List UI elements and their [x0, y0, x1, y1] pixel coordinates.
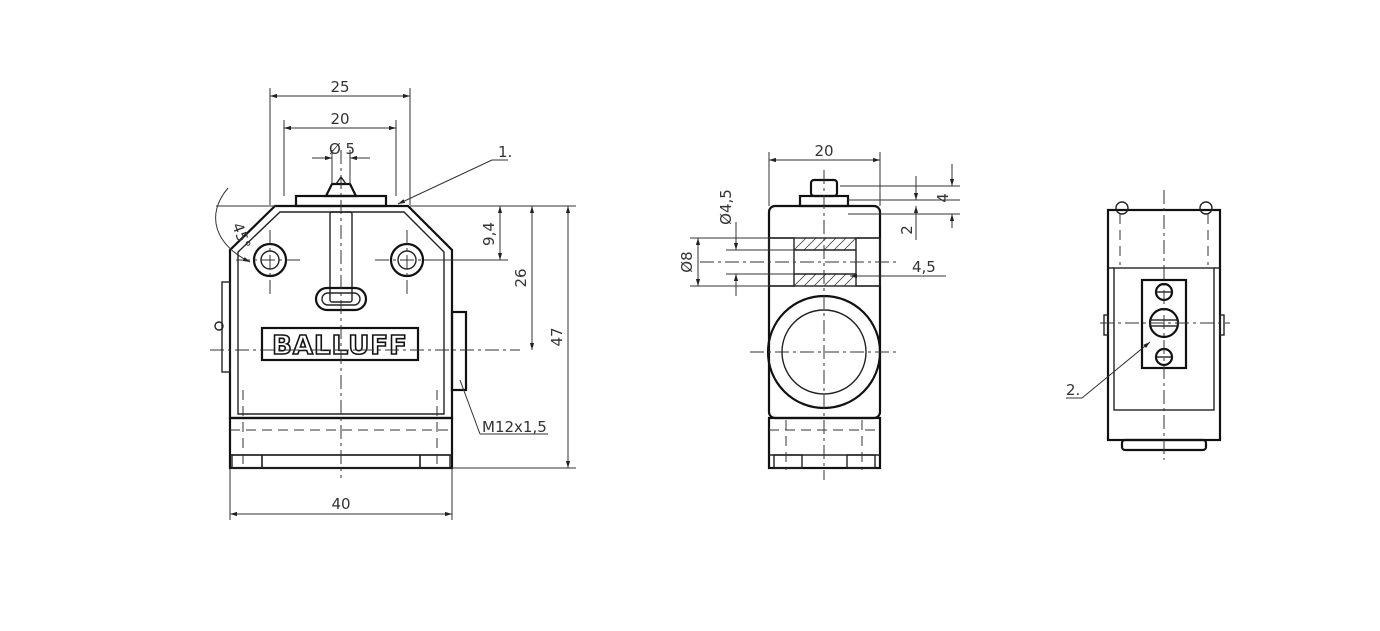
- dim-25: 25: [330, 78, 349, 96]
- brand-logo: BALLUFF: [272, 331, 408, 361]
- side-base: [767, 416, 882, 470]
- dim-47: 47: [548, 327, 566, 346]
- dim-26: 26: [512, 268, 530, 287]
- dim-2: 2: [898, 225, 916, 235]
- dim-20-front: 20: [330, 110, 349, 128]
- brand-logo-box: [260, 326, 420, 362]
- dim-hole-8: Ø8: [678, 251, 696, 272]
- dim-40: 40: [331, 495, 350, 513]
- rear-view: 2.: [1066, 190, 1230, 460]
- dim-pin-diameter: Ø 5: [329, 140, 355, 158]
- side-view: 20 4 2 Ø4,5 Ø8 4,5: [678, 142, 960, 480]
- thread-nub: [450, 310, 468, 392]
- dim-9-4: 9,4: [480, 222, 498, 246]
- callout-2: 2.: [1066, 381, 1080, 399]
- dim-4: 4: [934, 193, 952, 203]
- front-view: BALLUFF 25 20 Ø 5 1. 45°: [210, 78, 576, 520]
- dim-20-side: 20: [814, 142, 833, 160]
- dim-4-5-right: 4,5: [912, 258, 936, 276]
- dim-hole-4-5: Ø4,5: [717, 189, 735, 225]
- callout-1: 1.: [498, 143, 512, 161]
- thread-label: M12x1,5: [482, 418, 547, 436]
